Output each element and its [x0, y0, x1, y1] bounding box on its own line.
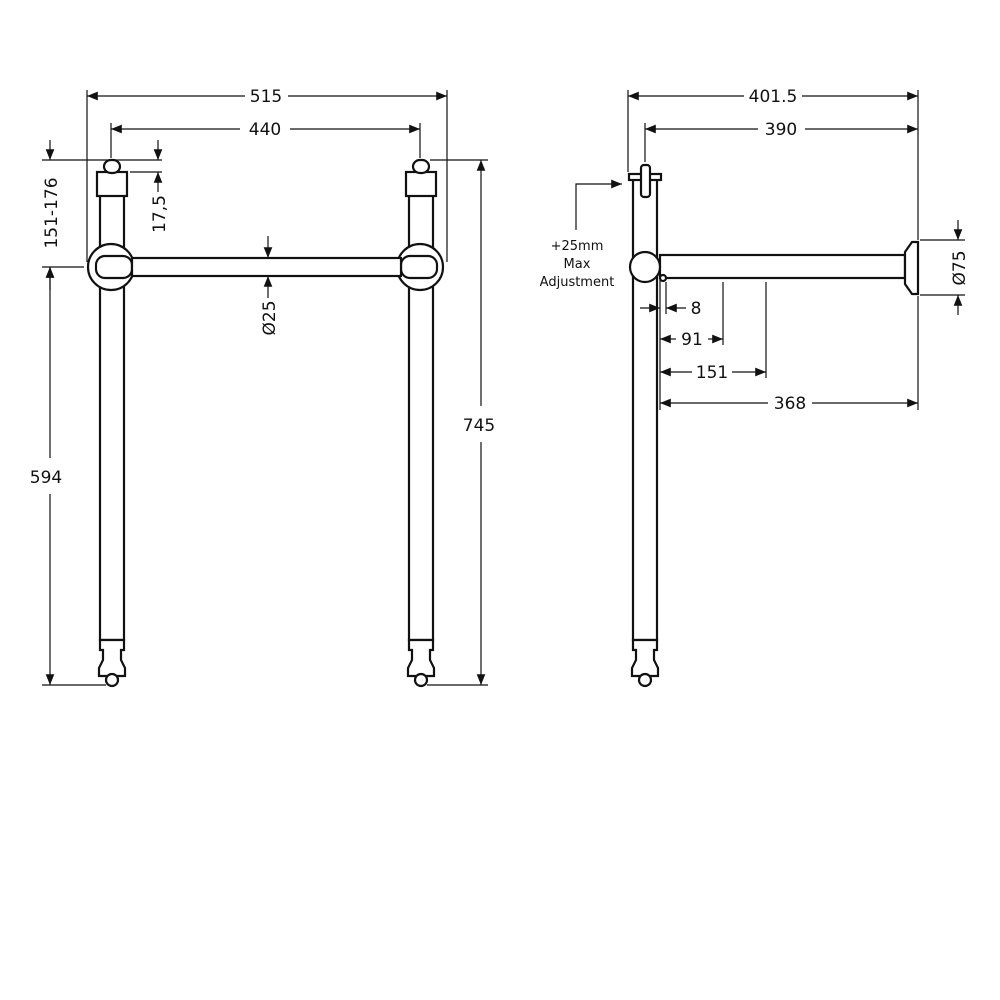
- dim-diameter-25: Ø25: [260, 300, 280, 335]
- adjustment-note-line3: Adjustment: [540, 275, 615, 290]
- dimensions-side: 401.5 390 Ø75 8 91 151: [627, 87, 970, 414]
- dim-368: 368: [774, 394, 806, 414]
- dim-91: 91: [681, 330, 703, 350]
- dim-8: 8: [691, 299, 702, 319]
- dim-151-176: 151-176: [42, 177, 62, 248]
- dim-diameter-75: Ø75: [950, 250, 970, 285]
- dim-515: 515: [250, 87, 282, 107]
- cross-bar: [130, 256, 403, 278]
- dim-745: 745: [463, 416, 495, 436]
- dim-440: 440: [249, 120, 281, 140]
- side-view: 401.5 390 Ø75 8 91 151: [540, 87, 970, 688]
- dim-594: 594: [30, 468, 62, 488]
- arrow-icon: [575, 179, 622, 230]
- right-leg: [395, 158, 445, 688]
- dim-390: 390: [765, 120, 797, 140]
- side-arm: [658, 253, 907, 280]
- dimensions-front: 515 440 151-176 17,5 Ø25 594: [30, 87, 495, 686]
- left-leg: [86, 158, 136, 688]
- dim-17-5: 17,5: [150, 195, 170, 233]
- adjustment-callout: +25mm Max Adjustment: [540, 179, 622, 290]
- front-view: 515 440 151-176 17,5 Ø25 594: [30, 87, 495, 688]
- dim-401-5: 401.5: [749, 87, 798, 107]
- adjustment-note-line2: Max: [564, 257, 591, 272]
- dim-151: 151: [696, 363, 728, 383]
- wall-plate: [903, 240, 920, 296]
- adjustment-note-line1: +25mm: [551, 239, 604, 254]
